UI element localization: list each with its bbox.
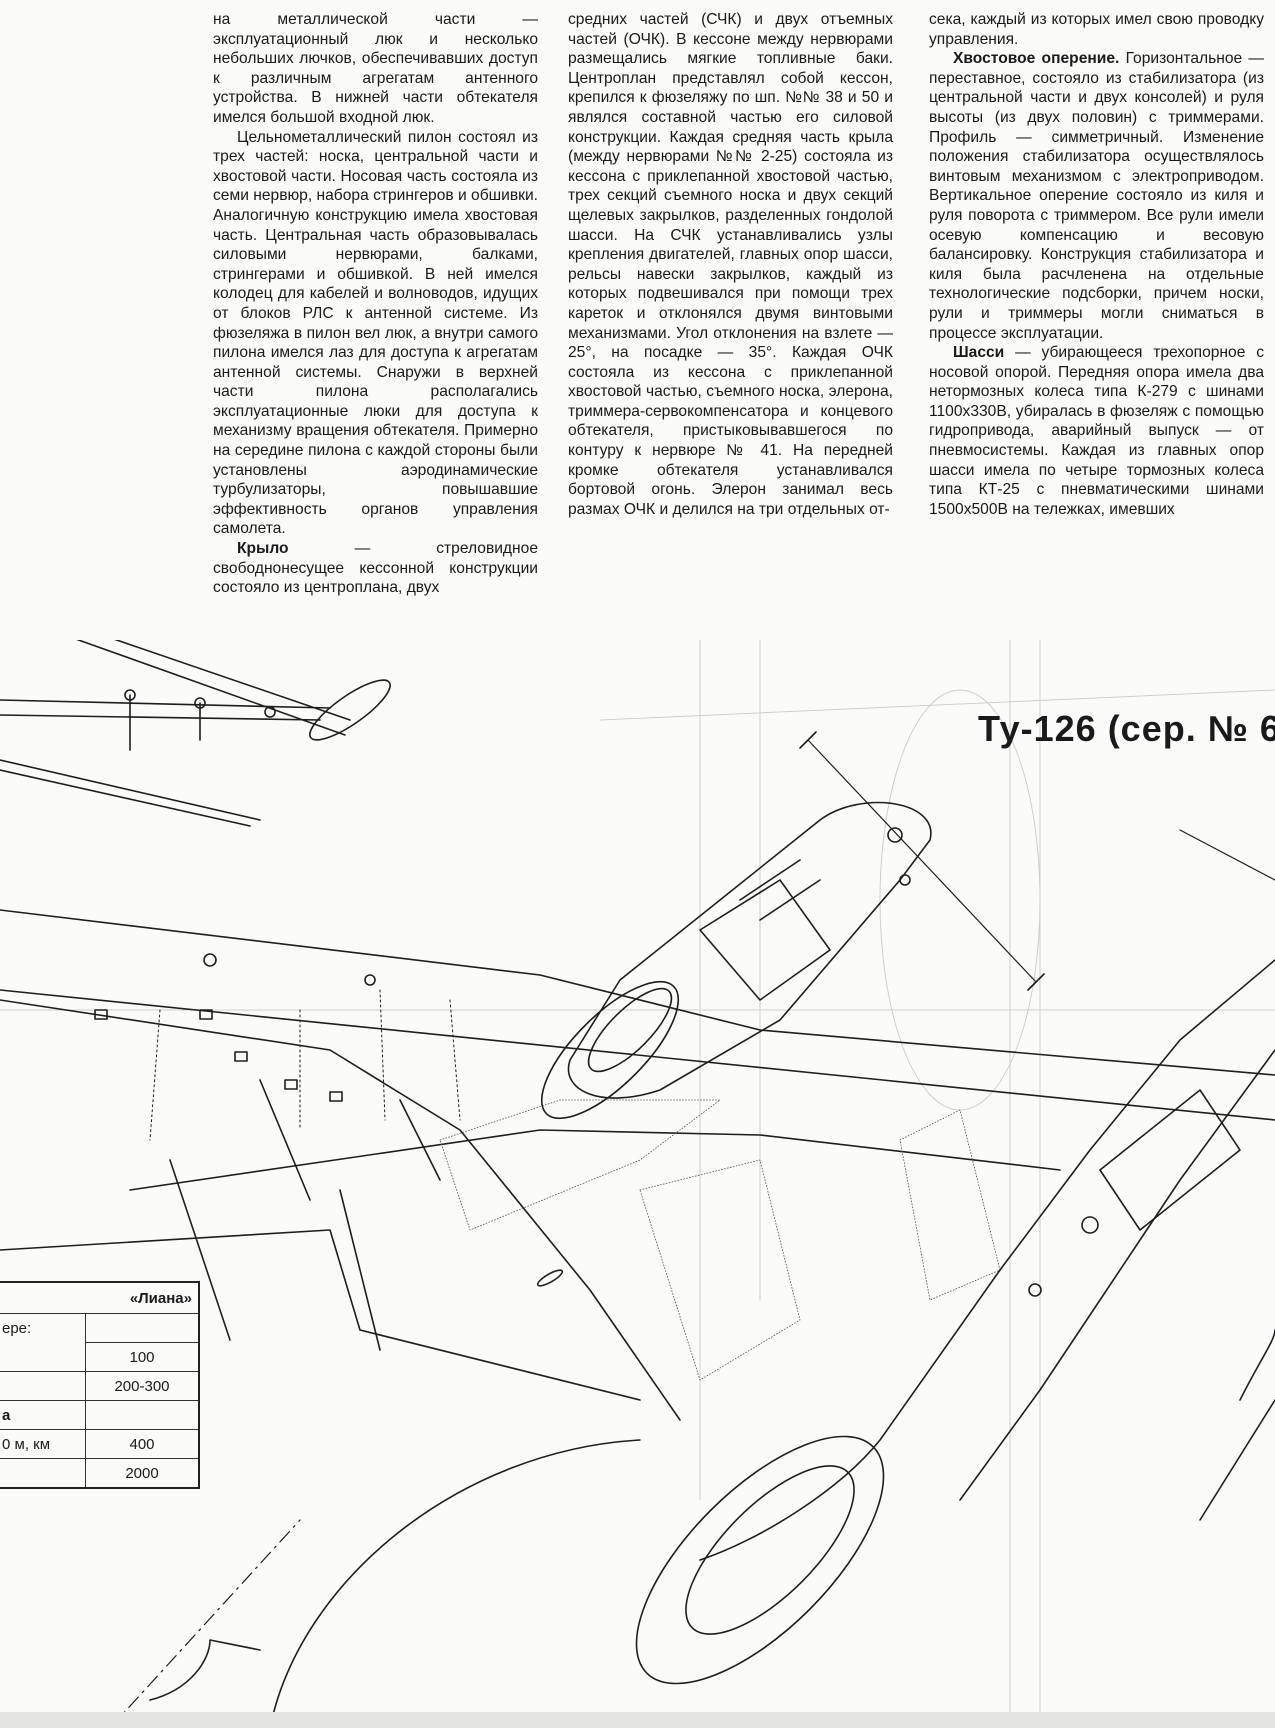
paragraph: средних частей (СЧК) и двух отъемных час… [568,11,893,518]
paragraph: сека, каждый из которых имел свою провод… [929,11,1264,48]
section-heading: Шасси [953,344,1005,362]
spec-row-label: 0 м, км [0,1429,86,1459]
paragraph: на металлической части — эксплуатационны… [213,11,538,126]
aircraft-technical-drawing [0,640,1275,1712]
paragraph: Хвостовое оперение. Горизонтальное — пер… [929,49,1264,343]
text-column-3: сека, каждый из которых имел свою провод… [929,10,1264,519]
spec-value: 400 [85,1429,200,1459]
fuselage-section-arc [123,1439,641,1712]
paragraph-text: — стреловидное свободнонесущее кессонной… [213,540,538,597]
engine-nacelle-1 [540,731,1045,1120]
spec-value: 200-300 [85,1371,200,1401]
section-heading: Крыло [237,540,289,558]
paragraph: Шасси — убирающееся трехопорное с носово… [929,343,1264,519]
paragraph-text: — убирающееся трехопорное с носовой опор… [929,344,1264,518]
spec-table: «Лиана» ере: 100 200-300 а 0 м, км 400 2… [0,1281,200,1489]
paragraph-text: Горизонтальное — переставное, состояло и… [929,50,1265,342]
background-guide-lines [0,640,1275,1712]
drawing-caption: Ту-126 (сер. № 6 [978,708,1275,749]
spec-row-label: ере: [0,1313,86,1343]
paragraph: Крыло — стреловидное свободнонесущее кес… [213,539,538,598]
spec-section-label: а [0,1400,86,1430]
scan-edge [0,1712,1275,1728]
text-column-2: средних частей (СЧК) и двух отъемных час… [568,10,893,519]
antenna-pilon-struts [0,640,391,827]
spec-value: 2000 [85,1458,200,1489]
spec-table-title: «Лиана» [0,1281,200,1314]
paragraph: Цельнометаллический пилон состоял из тре… [213,128,539,538]
spec-value: 100 [85,1342,200,1372]
text-column-1: на металлической части — эксплуатационны… [213,10,538,598]
engine-nacelle-2 [635,829,1275,1685]
flap-hatching [439,1099,1001,1381]
section-heading: Хвостовое оперение. [953,50,1120,68]
wing-outline [0,909,1275,1421]
